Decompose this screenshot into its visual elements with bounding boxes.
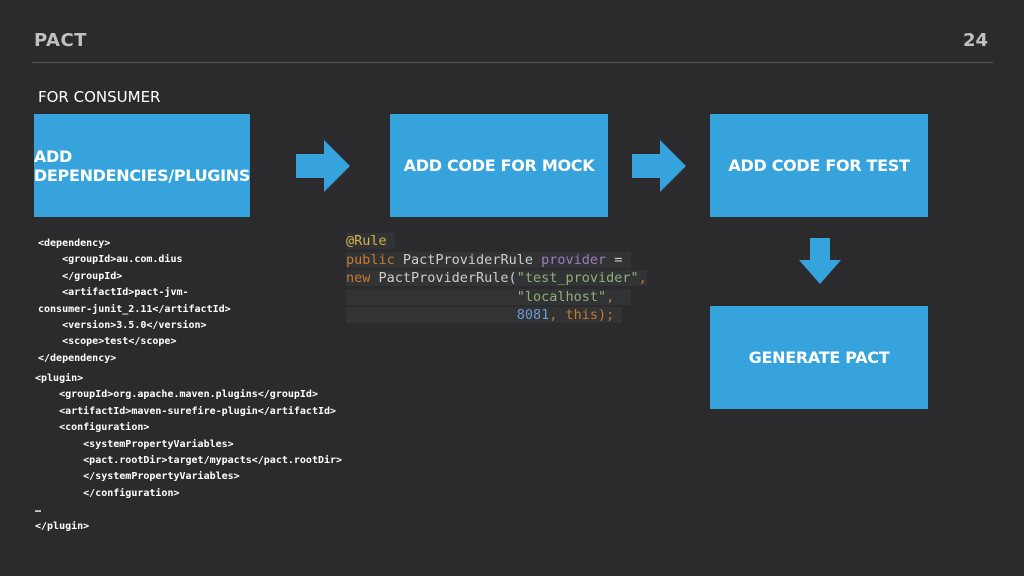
code-keyword: this — [565, 307, 598, 323]
code-comma: , — [638, 270, 647, 286]
xml-line: <version>3.5.0</version> — [38, 320, 207, 332]
xml-line: </systemPropertyVariables> — [35, 471, 240, 483]
xml-line: consumer-junit_2.11</artifactId> — [38, 303, 231, 315]
page-number: 24 — [962, 30, 988, 51]
code-terminator: ); — [597, 307, 615, 323]
slide-title: PACT — [34, 30, 87, 51]
arrow-down-icon — [799, 238, 841, 284]
code-indent — [346, 307, 517, 323]
xml-line: <dependency> — [38, 238, 111, 249]
code-string: "test_provider" — [516, 270, 639, 286]
code-keyword: public — [346, 251, 395, 268]
code-comma: , — [549, 307, 566, 323]
arrow-right-icon — [632, 140, 686, 192]
code-indent — [346, 289, 517, 305]
step-generate-pact: GENERATE PACT — [710, 306, 928, 409]
xml-line: </plugin> — [35, 520, 90, 532]
xml-line: … — [35, 504, 42, 516]
xml-line: <artifactId>maven-surefire-plugin</artif… — [35, 405, 337, 417]
xml-line: <plugin> — [35, 373, 84, 384]
code-string: "localhost" — [516, 288, 607, 305]
section-label: FOR CONSUMER — [38, 88, 161, 106]
code-call: PactProviderRule( — [370, 270, 517, 286]
step-label: ADD DEPENDENCIES/PLUGINS — [33, 146, 251, 185]
code-line: new PactProviderRule("test_provider", — [346, 269, 647, 288]
code-line: 8081, this); — [346, 306, 647, 325]
code-annotation: @Rule — [346, 233, 387, 249]
step-add-code-for-test: ADD CODE FOR TEST — [710, 114, 928, 217]
header-divider — [32, 62, 993, 63]
xml-line: </groupId> — [38, 270, 123, 282]
step-label: ADD CODE FOR MOCK — [403, 156, 595, 175]
xml-line: <configuration> — [35, 422, 150, 434]
xml-line: <artifactId>pact-jvm- — [38, 287, 189, 299]
code-operator: = — [606, 251, 623, 268]
code-type: PactProviderRule — [394, 251, 542, 268]
xml-line: <pact.rootDir>target/mypacts</pact.rootD… — [35, 455, 343, 467]
xml-line: </dependency> — [38, 352, 117, 364]
code-line: @Rule — [346, 232, 647, 251]
xml-line: <groupId>au.com.dius — [38, 254, 183, 266]
plugin-xml-snippet: <plugin> <groupId>org.apache.maven.plugi… — [35, 371, 342, 535]
code-keyword: new — [346, 270, 371, 286]
step-add-dependencies: ADD DEPENDENCIES/PLUGINS — [34, 114, 250, 217]
code-line: "localhost", — [346, 288, 647, 307]
code-variable: provider — [541, 251, 607, 268]
step-label: ADD CODE FOR TEST — [728, 156, 910, 175]
code-comma: , — [606, 288, 615, 305]
dependency-xml-snippet: <dependency> <groupId>au.com.dius </grou… — [38, 236, 231, 367]
code-number: 8081 — [516, 307, 550, 323]
xml-line: <scope>test</scope> — [38, 336, 177, 348]
xml-line: </configuration> — [35, 487, 180, 499]
mock-code-snippet: @Rule public PactProviderRule provider =… — [346, 232, 647, 325]
xml-line: <groupId>org.apache.maven.plugins</group… — [35, 389, 318, 401]
xml-line: <systemPropertyVariables> — [35, 438, 234, 450]
code-line: public PactProviderRule provider = — [346, 251, 647, 270]
step-label: GENERATE PACT — [748, 348, 890, 367]
arrow-right-icon — [296, 140, 350, 192]
step-add-code-for-mock: ADD CODE FOR MOCK — [390, 114, 608, 217]
